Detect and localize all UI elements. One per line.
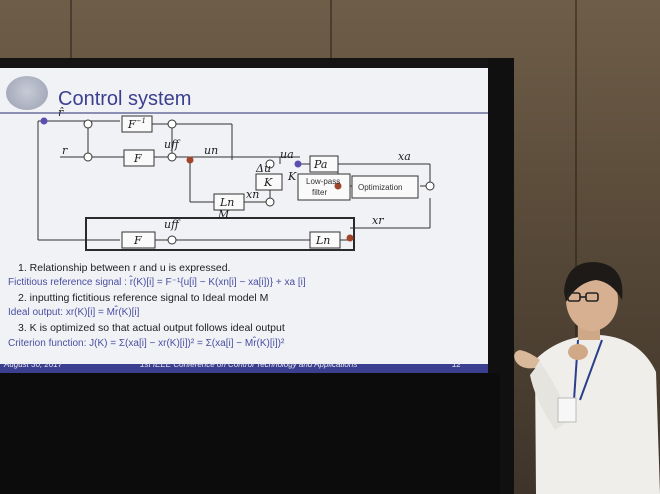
footer-conference: 1st IEEE Conference on Control Technolog… xyxy=(140,360,358,369)
wall-seam xyxy=(575,0,577,494)
ideal-model-box xyxy=(85,217,355,251)
k-side-label: K xyxy=(287,170,297,183)
optimization-block xyxy=(351,175,419,199)
list-item-3-formula: Criterion function: J(K) = Σ(xa[i] − xr(… xyxy=(8,338,285,349)
screen-frame-top xyxy=(0,58,500,68)
ln-label: Ln xyxy=(219,196,234,209)
summing-junction xyxy=(167,119,177,129)
lowpass-label-2: filter xyxy=(312,188,327,197)
screen-frame-bottom xyxy=(0,373,500,494)
uff-ideal-label: uff xyxy=(164,218,181,231)
ln-ideal-label: Ln xyxy=(315,234,330,247)
glasses-icon xyxy=(567,292,599,302)
pa-block xyxy=(309,155,339,173)
projected-slide: Control system xyxy=(0,68,488,373)
xr-label: xr xyxy=(372,214,384,227)
footer-date: August 30, 2017 xyxy=(4,360,63,369)
list-item-3: 3. K is optimized so that actual output … xyxy=(18,322,285,334)
presenter-hand xyxy=(568,344,588,360)
list-item-1-formula: Fictitious reference signal : r̂(K)[i] =… xyxy=(8,277,306,288)
ln-ideal-block xyxy=(309,231,341,249)
f-label: F xyxy=(133,152,142,165)
presenter-hair xyxy=(564,262,623,302)
summing-junction xyxy=(167,152,177,162)
list-item-2-formula: Ideal output: xr(K)[i] = Mr̂(K)[i] xyxy=(8,307,140,318)
delta-u-label: Δu xyxy=(255,162,271,175)
xn-label: xn xyxy=(246,188,259,201)
f-block xyxy=(123,149,155,167)
list-item-2: 2. inputting fictitious reference signal… xyxy=(18,292,269,304)
summing-junction xyxy=(265,197,275,207)
r-hat-label: r̂ xyxy=(58,106,64,119)
branch-point xyxy=(334,182,342,190)
f-ideal-block xyxy=(121,231,156,249)
optimization-label: Optimization xyxy=(358,183,402,192)
branch-point xyxy=(346,234,354,242)
slide-title: Control system xyxy=(58,88,192,110)
summing-junction xyxy=(265,159,275,169)
branch-point xyxy=(40,117,48,125)
name-badge xyxy=(557,397,577,423)
uff-label: uff xyxy=(164,138,181,151)
lowpass-label-1: Low-pass xyxy=(306,177,340,186)
university-logo xyxy=(6,76,48,110)
f-inverse-block xyxy=(121,115,153,133)
slide-footer-bar xyxy=(0,364,488,373)
presenter-hand xyxy=(514,350,540,369)
xa-label: xa xyxy=(398,150,411,163)
footer-page-number: 12 xyxy=(452,360,461,369)
branch-point xyxy=(294,160,302,168)
pa-label: Pa xyxy=(313,158,327,171)
branch-point xyxy=(186,156,194,164)
summing-junction xyxy=(83,119,93,129)
f-ideal-label: F xyxy=(133,234,142,247)
block-diagram: r̂ r F−1 F uff un ua Pa Δu K K Low-pass … xyxy=(37,106,435,251)
presenter-shirt xyxy=(535,335,660,494)
un-label: un xyxy=(204,144,218,157)
summing-junction xyxy=(83,152,93,162)
ua-label: ua xyxy=(280,148,294,161)
summing-junction xyxy=(167,235,177,245)
f-inverse-label: F−1 xyxy=(127,117,146,131)
ln-block xyxy=(213,193,245,211)
r-label: r xyxy=(62,144,68,157)
header-rule xyxy=(0,112,488,114)
list-item-1: 1. Relationship between r and u is expre… xyxy=(18,262,231,274)
k-block xyxy=(255,173,283,191)
k-label: K xyxy=(263,176,273,189)
m-label: M xyxy=(217,208,230,221)
summing-junction xyxy=(425,181,435,191)
